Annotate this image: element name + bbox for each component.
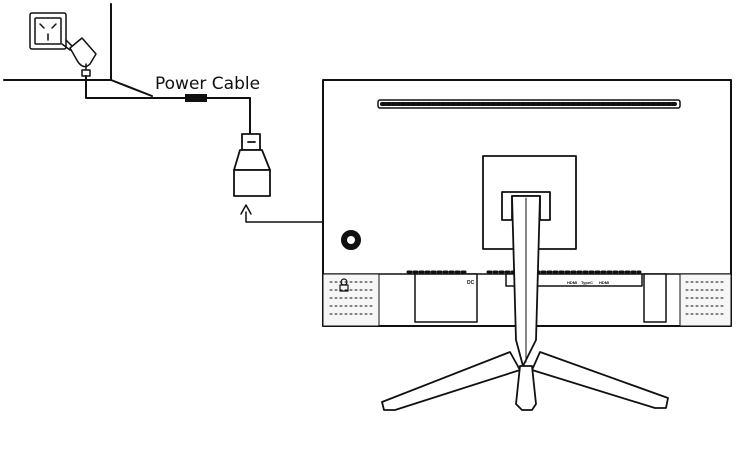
power-cable [85, 75, 251, 135]
wall-socket-icon [29, 12, 67, 50]
cable-ferrite-icon [185, 94, 207, 102]
port-bay-left [414, 273, 478, 323]
dc-port-label: DC [467, 280, 475, 286]
hdmi-port-label-2: HDMI [599, 280, 609, 285]
port-bay-right [505, 273, 643, 287]
monitor-stand [381, 191, 669, 411]
power-plug-icon [61, 37, 97, 77]
top-vent-strip [377, 99, 681, 109]
left-speaker-grille [322, 273, 380, 327]
power-button-icon[interactable] [341, 230, 361, 250]
power-cable-label: Power Cable [155, 74, 260, 94]
wall-corner [3, 3, 153, 97]
typec-port-label: TypeC [581, 280, 593, 285]
right-speaker-grille [679, 273, 732, 327]
power-connector-icon [233, 133, 271, 197]
kensington-lock-icon [339, 278, 349, 292]
hdmi-port-label-1: HDMI [567, 280, 577, 285]
port-bay-edge [643, 273, 667, 323]
